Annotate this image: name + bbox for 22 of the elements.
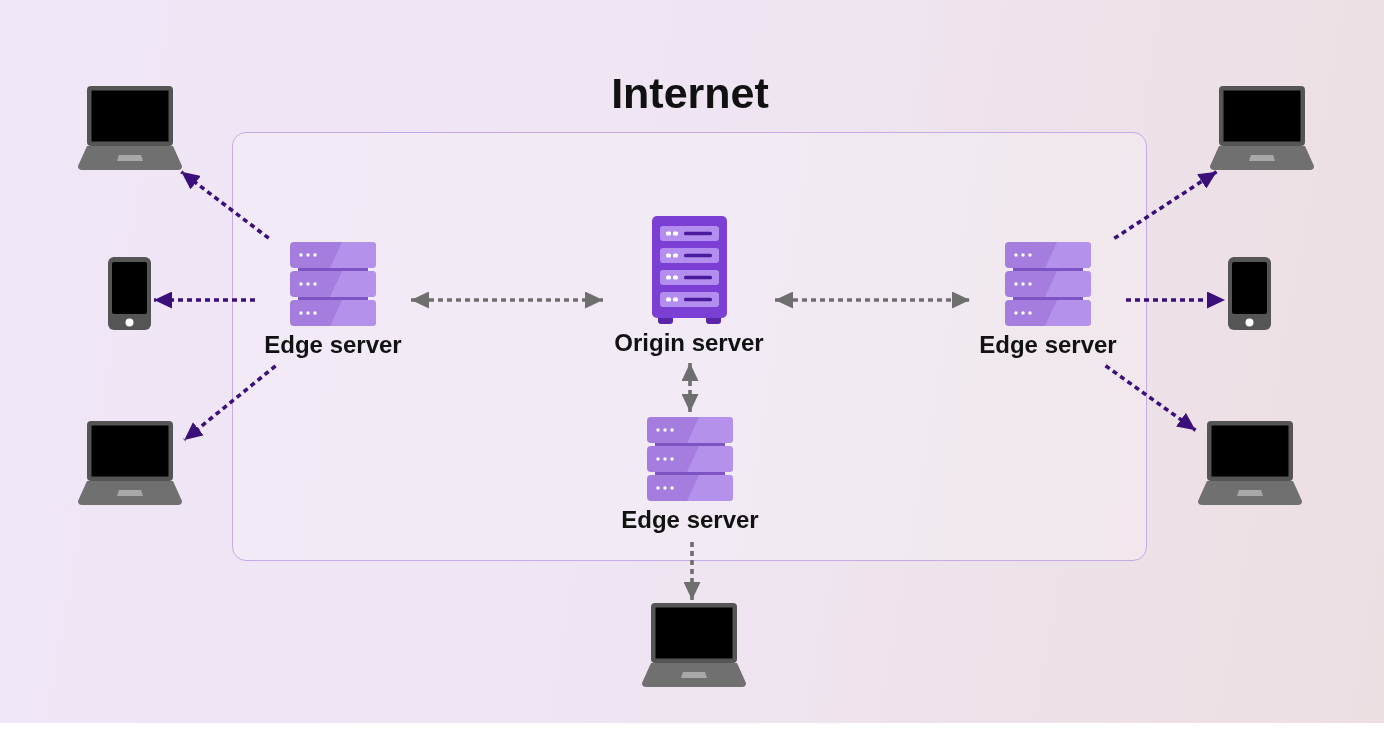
arrow xyxy=(154,291,255,309)
double-arrow xyxy=(411,291,603,309)
node-label: Origin server xyxy=(613,328,765,358)
laptop-icon xyxy=(642,603,746,687)
arrow xyxy=(183,364,277,442)
arrow xyxy=(1126,291,1225,309)
double-arrow xyxy=(681,363,699,412)
arrow xyxy=(1113,170,1218,240)
laptop-icon xyxy=(1210,86,1314,170)
laptop-icon xyxy=(1198,421,1302,505)
node-label: Edge server xyxy=(978,330,1118,360)
phone-icon xyxy=(108,257,151,330)
arrow xyxy=(1104,364,1197,432)
arrow xyxy=(683,542,701,600)
region-title: Internet xyxy=(610,68,770,118)
node-label: Edge server xyxy=(620,505,760,535)
laptop-icon xyxy=(78,421,182,505)
arrow xyxy=(180,170,270,240)
laptop-icon xyxy=(78,86,182,170)
node-label: Edge server xyxy=(263,330,403,360)
phone-icon xyxy=(1228,257,1271,330)
double-arrow xyxy=(775,291,970,309)
